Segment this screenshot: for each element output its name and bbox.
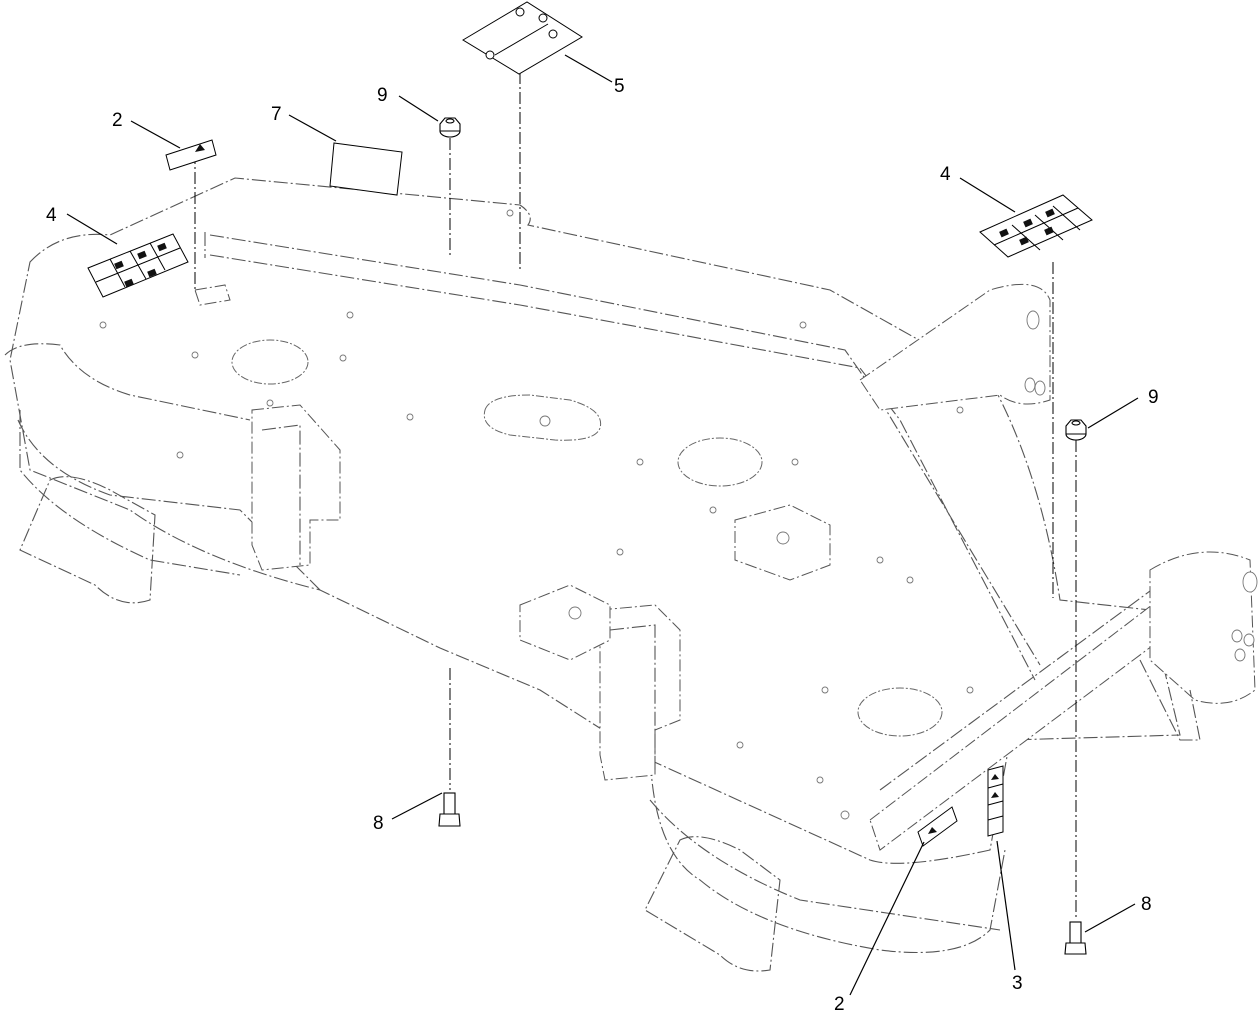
- bolt-left: [438, 792, 461, 827]
- callout-5: 5: [614, 76, 625, 97]
- callout-8-right: 8: [1141, 894, 1152, 915]
- callout-8-left: 8: [373, 813, 384, 834]
- warning-decal-small-top: [165, 139, 217, 171]
- flange-nut-top: [439, 117, 461, 138]
- callout-7: 7: [271, 104, 282, 125]
- callout-3: 3: [1012, 973, 1023, 994]
- callout-labels: 2 7 9 5 4 4 9 8 8 2 3: [46, 76, 1159, 1015]
- callout-9-right: 9: [1148, 387, 1159, 408]
- leader-lines: [66, 54, 1139, 996]
- blank-label-decal: [329, 142, 403, 196]
- warning-decal-small-bottom: [917, 806, 958, 847]
- assembly-centerlines: [194, 72, 1077, 920]
- mower-deck: [4, 177, 1258, 972]
- callout-2-top: 2: [112, 110, 123, 131]
- callout-4-left: 4: [46, 205, 57, 226]
- warning-decal-vertical: [987, 765, 1004, 837]
- callout-2-bottom: 2: [834, 994, 845, 1015]
- belt-routing-decal: [462, 1, 583, 75]
- safety-decal-right: [979, 194, 1093, 258]
- callout-4-right: 4: [940, 164, 951, 185]
- callout-9-top: 9: [377, 85, 388, 106]
- flange-nut-right: [1065, 419, 1087, 441]
- safety-decal-left: [87, 233, 189, 298]
- bolt-right: [1064, 921, 1087, 955]
